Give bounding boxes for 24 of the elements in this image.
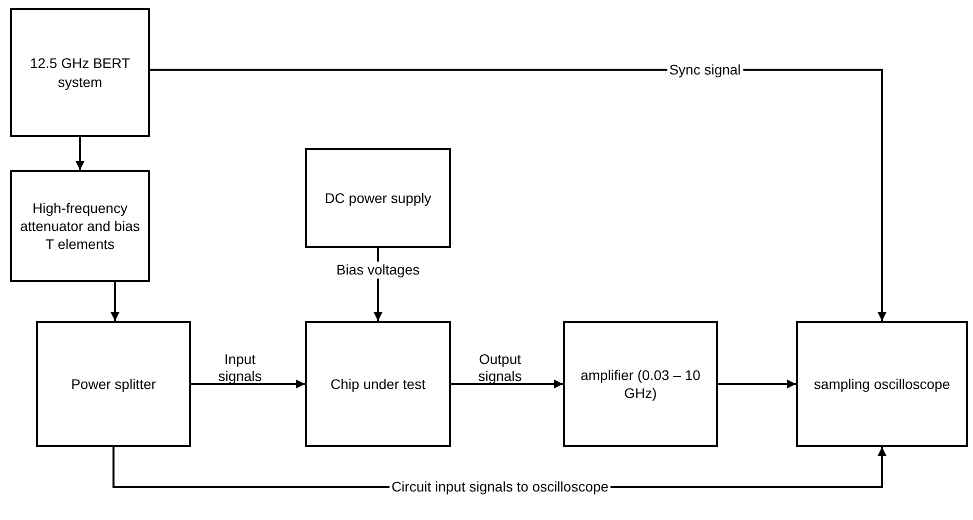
edge-label: Input signals <box>217 351 263 385</box>
process-box <box>796 321 968 447</box>
process-box <box>563 321 718 447</box>
process-box <box>10 170 150 282</box>
process-box <box>10 8 150 137</box>
box-label: High-frequency attenuator and bias T elements <box>20 198 140 254</box>
edge-label: Sync signal <box>667 62 743 78</box>
box-label: 12.5 GHz BERT system <box>28 54 132 91</box>
box-label: Power splitter <box>71 374 156 394</box>
edge-label: Circuit input signals to oscilloscope <box>389 478 611 496</box>
box-label: Chip under test <box>330 374 426 394</box>
edge-label: Output signals <box>477 351 523 385</box>
arrow <box>76 137 84 170</box>
arrow <box>191 380 305 388</box>
box-label: amplifier (0.03 – 10 GHz) <box>580 366 702 402</box>
arrow <box>451 380 563 388</box>
arrow <box>150 68 886 321</box>
process-box <box>36 321 191 447</box>
box-label: sampling oscilloscope <box>814 374 950 394</box>
box-label: DC power supply <box>324 188 432 208</box>
process-box <box>305 321 451 447</box>
arrow <box>110 282 120 321</box>
process-box <box>305 148 451 248</box>
arrow <box>718 380 796 388</box>
